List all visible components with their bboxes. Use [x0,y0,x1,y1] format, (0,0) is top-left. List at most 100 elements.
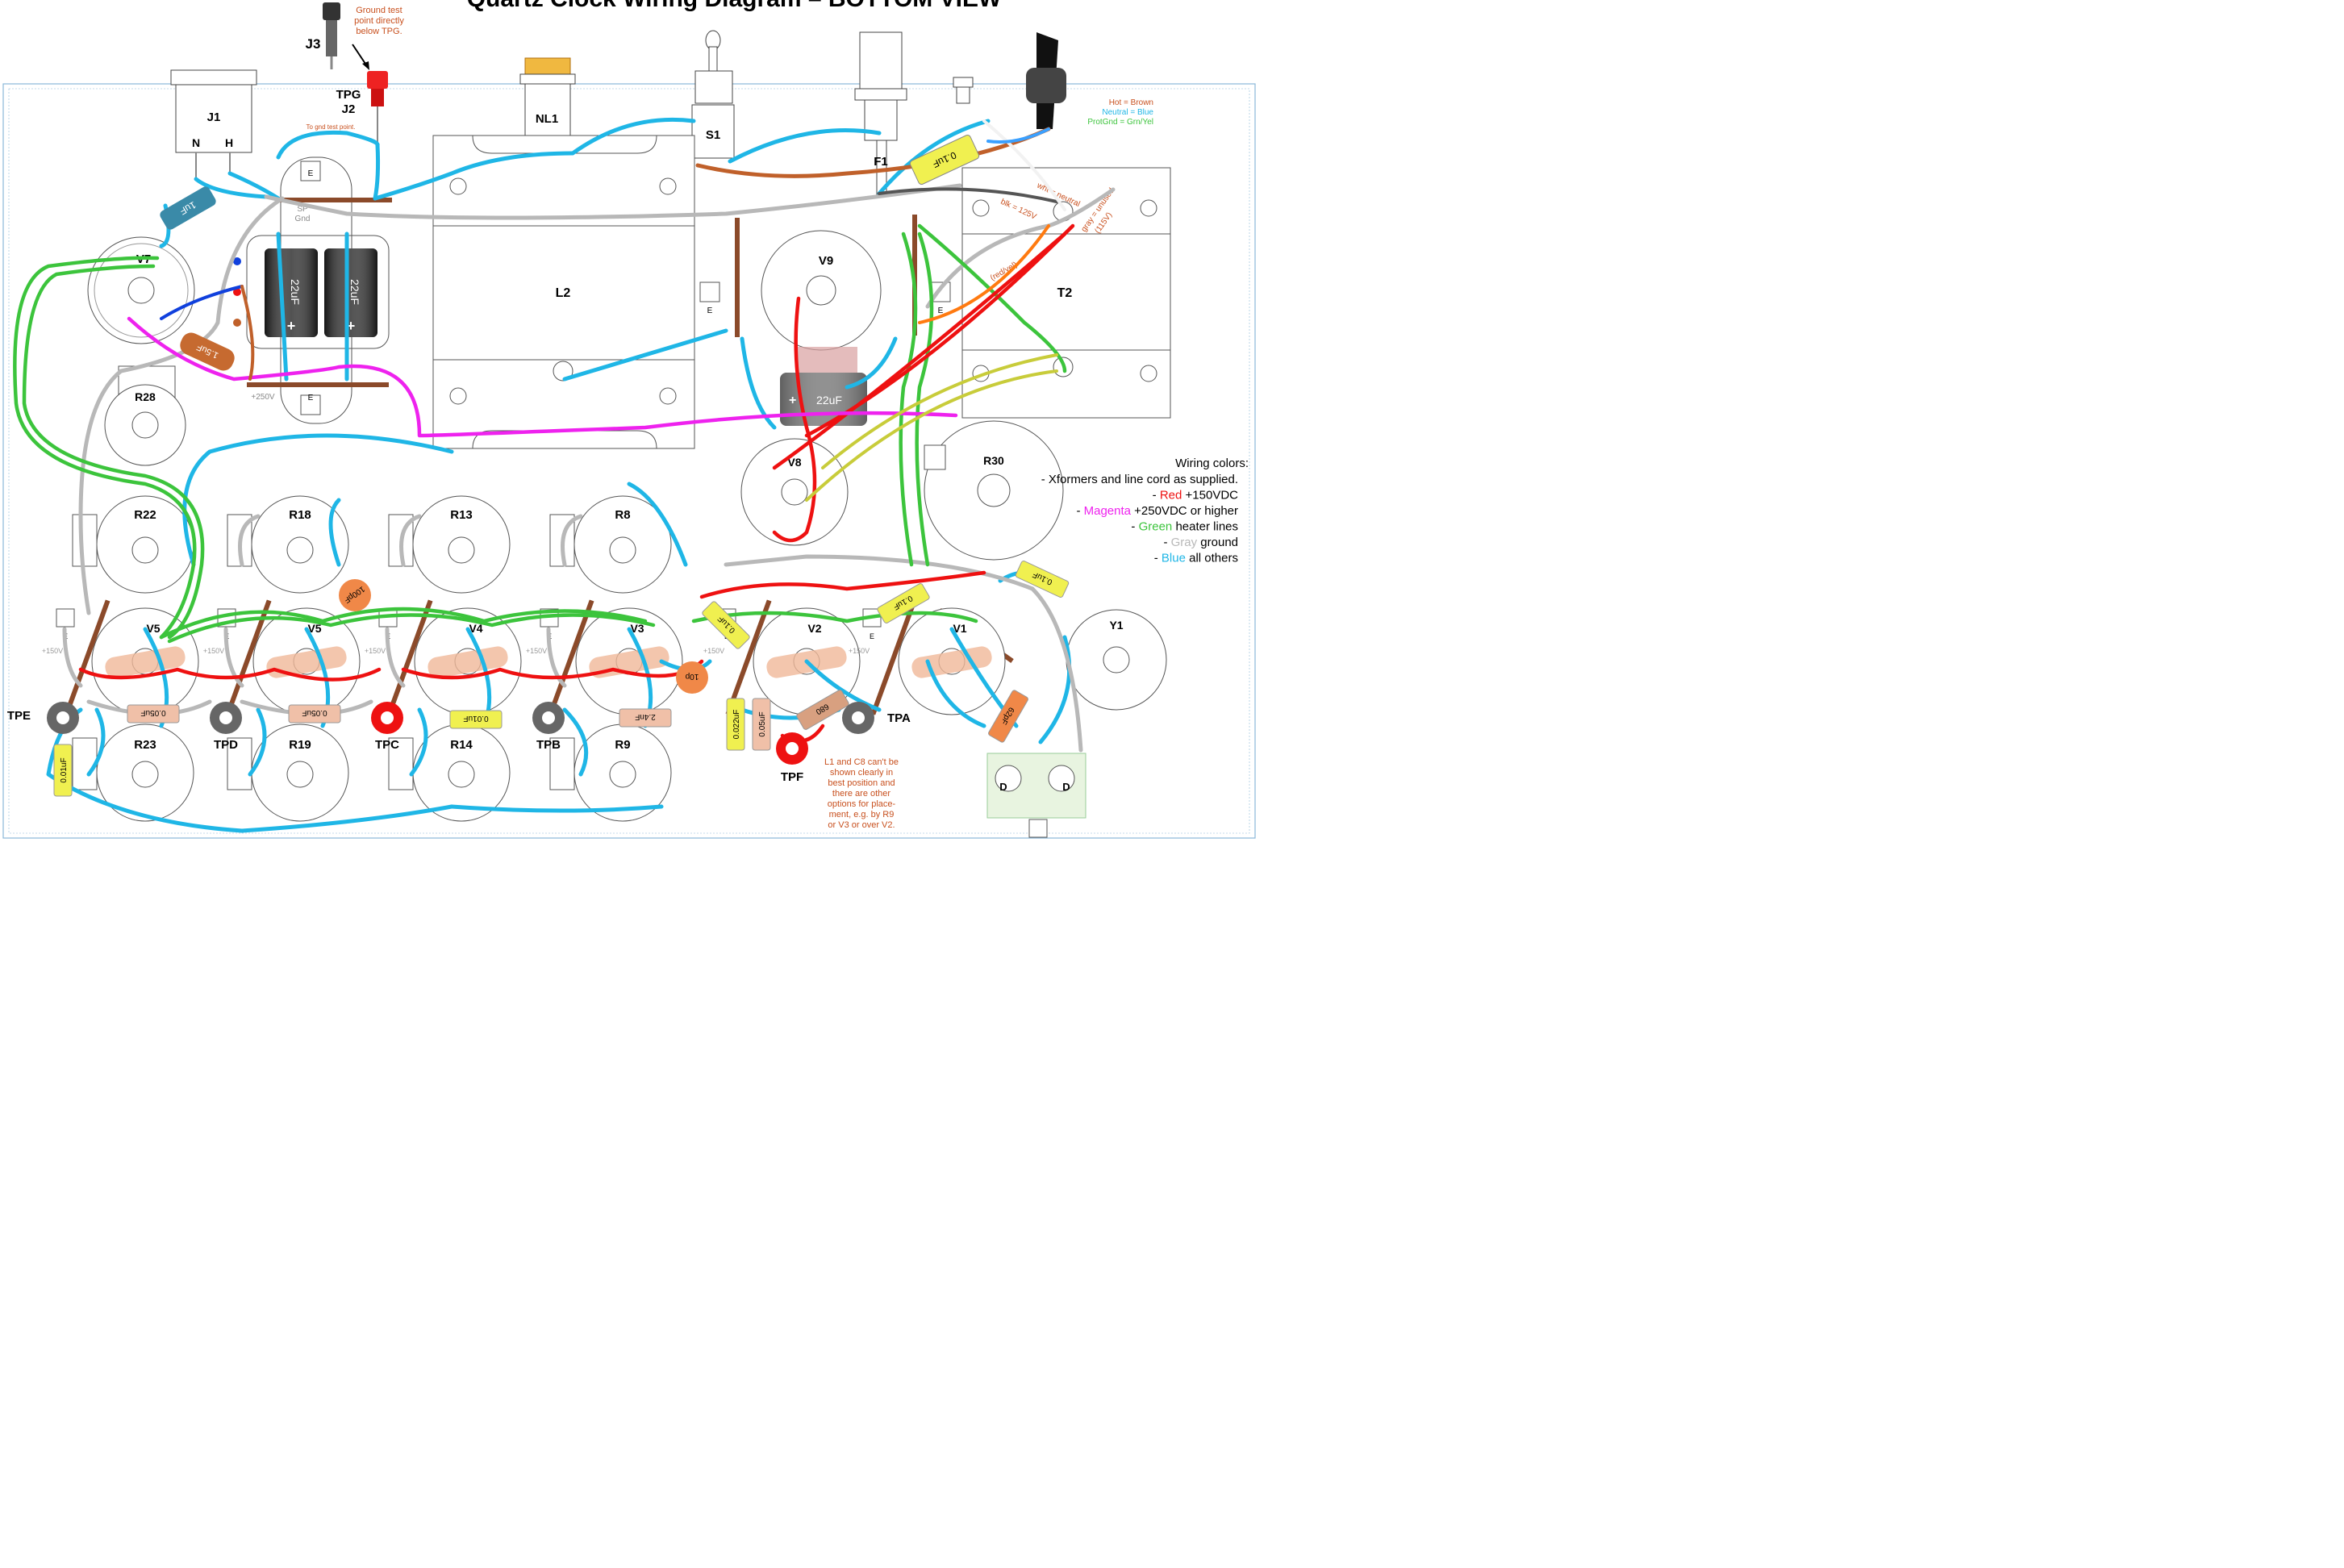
test-point-tpe: TPE [7,702,79,734]
cap-22uf-a: 22uF + [265,248,318,337]
test-point-label-tpb: TPB [536,738,561,752]
d-label-right: D [1062,781,1070,793]
note-line-1: shown clearly in [830,768,893,778]
dot-red [233,288,241,296]
cord-hot-label: Hot = Brown [1109,98,1153,107]
volt-label: +150V [849,647,870,655]
small-cap-10: 0.1uF [877,583,930,623]
legend-item-3: - Green heater lines [1131,520,1238,534]
test-point-tpa: TPA [842,702,911,734]
tube-socket-3: V3E+150V [526,599,683,715]
test-point-label-tpc: TPC [375,738,399,752]
v7-socket: V7 [87,236,195,344]
j3-label: J3 [306,36,321,52]
small-cap-13: 680 [796,690,849,730]
small-cap-label-1: 0.05uF [140,708,165,717]
small-cap-label-6: 0.01uF [60,757,69,782]
note-line-3: there are other [832,789,890,799]
ground-note-arrow [352,44,368,67]
cap-22uf-b-label: 22uF [348,279,361,305]
wiring-diagram: Quartz Clock Wiring Diagram – BOTTOM VIE… [2,0,1256,839]
test-points: TPE TPD TPC TPB TPA TPF [7,702,911,784]
small-cap-7: 0.022uF [726,698,745,751]
pot-label-r14: R14 [450,738,473,752]
diagram-title: Quartz Clock Wiring Diagram – BOTTOM VIE… [467,0,1002,12]
tpg-jack [367,71,388,145]
volt-label: +150V [203,647,224,655]
dot-brown [233,319,241,327]
wires [13,117,1116,833]
r28-pot: R28 [104,365,186,466]
s1-switch: S1 [691,30,735,159]
volt-label: +150V [526,647,547,655]
pot-label-r19: R19 [289,738,311,752]
plus-250v-label: +250V [251,393,275,402]
v9-label: V9 [819,254,833,268]
small-cap-label-5: 10p [685,672,699,681]
svg-text:E: E [308,394,314,402]
tube-label-0: V5 [146,622,160,635]
test-point-tpc: TPC [371,702,403,752]
pot-label-r13: R13 [450,508,473,522]
nl1-label: NL1 [536,112,558,126]
sp-gnd-label-2: Gnd [295,215,311,223]
v9-socket: V9 [761,230,882,351]
pot-r13: R13 [388,495,511,594]
cap-1uf: 1uF [160,186,216,230]
note-line-4: options for place- [828,799,896,809]
sp-gnd-label-1: SP [297,205,308,214]
small-cap-0: 100pF [339,579,371,611]
test-point-label-tpd: TPD [214,738,238,752]
test-point-tpd: TPD [210,702,242,752]
e-label: E [870,632,874,640]
tube-label-4: V2 [807,622,821,635]
pot-r22: R22 [72,495,194,594]
chassis-inner-outline [8,88,1250,834]
pots-top-row: R22 R18 R13 R8 [72,495,672,594]
chassis-outline [2,83,1256,839]
tube-socket-2: V4E+150V [365,599,522,715]
v8-socket: V8 [740,438,849,546]
pot-label-r23: R23 [134,738,156,752]
cap-0-1uf-top: 0.1uF [909,134,980,186]
small-cap-5: 10p [676,661,708,694]
small-cap-11: 0.1uF [1015,560,1070,598]
pot-r14: R14 [388,724,511,822]
tube-sockets-row: V5E+150VV5E+150VV4E+150VV3E+150VV2E+150V… [42,599,1006,715]
small-cap-label-8: 0.05uF [758,711,767,736]
small-cap-6: 0.01uF [53,744,73,797]
tube-label-5: V1 [953,622,966,635]
svg-text:+: + [789,394,796,407]
cord-neutral-label: Neutral = Blue [1102,108,1153,117]
e-labels-upper: E E E E [300,161,951,415]
note-line-6: or V3 or over V2. [828,820,895,830]
cord-protgnd-label: ProtGnd = Grn/Yel [1087,118,1153,127]
test-point-label-tpf: TPF [781,770,803,784]
legend-item-4: - Gray ground [1163,536,1238,549]
legend-item-2: - Magenta +250VDC or higher [1076,504,1238,518]
j3-plug: J3 [306,2,340,69]
cap-22uf-can-label: 22uF [816,394,842,407]
small-cap-label-7: 0.022uF [732,710,741,740]
pot-label-r18: R18 [289,508,311,522]
small-cap-label-4: 2.4nF [635,712,656,721]
svg-text:E: E [308,169,314,178]
small-cap-1: 0.05uF [127,704,180,724]
pot-label-r8: R8 [615,508,630,522]
j1-socket: J1 N H [170,69,257,179]
svg-text:+: + [287,318,296,334]
y1-socket: Y1 [1066,609,1167,711]
t2-label: T2 [1057,286,1073,300]
tube-label-3: V3 [630,622,644,635]
pot-r9: R9 [549,724,672,822]
j1-h-label: H [225,136,233,149]
legend-item-0: - Xformers and line cord as supplied. [1041,473,1238,486]
ground-note-line1: Ground test [356,6,402,15]
svg-text:E: E [938,307,944,315]
small-cap-12: 62pF [988,690,1028,743]
test-point-label-tpe: TPE [7,709,31,723]
legend: Wiring colors: - Xformers and line cord … [1041,457,1249,565]
d-board: D D [986,753,1086,838]
